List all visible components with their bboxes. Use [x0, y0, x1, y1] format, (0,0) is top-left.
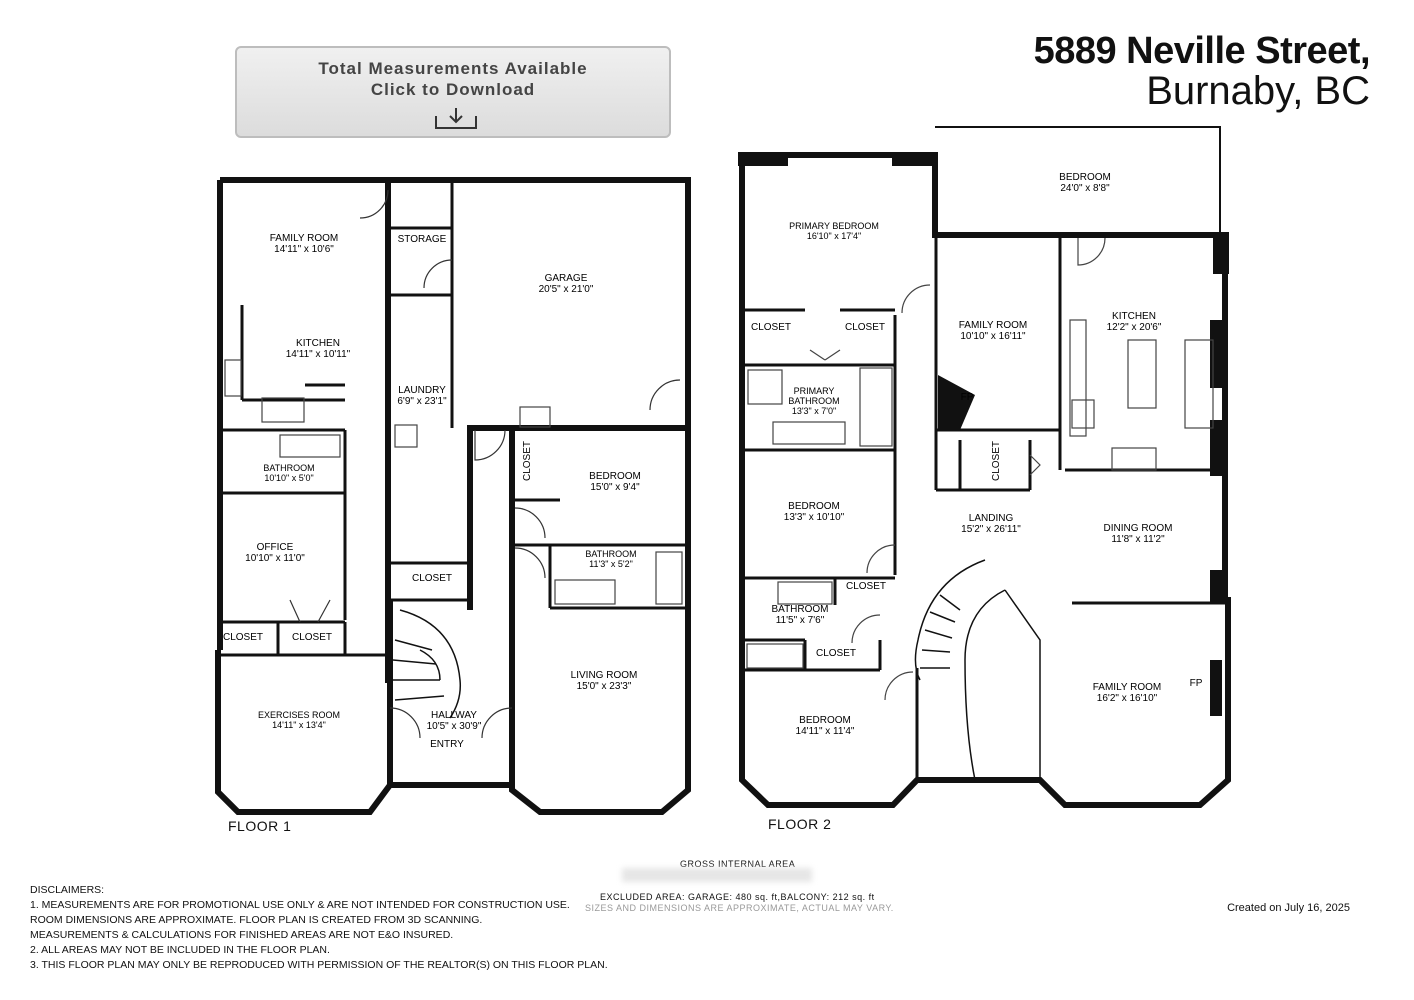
download-icon [435, 108, 477, 129]
floor1-left-wing-wall [215, 177, 393, 815]
disclaimer-line: 2. ALL AREAS MAY NOT BE INCLUDED IN THE … [30, 944, 330, 956]
blurred-area-value [622, 868, 812, 882]
approx-note: SIZES AND DIMENSIONS ARE APPROXIMATE, AC… [585, 903, 894, 913]
floor1-label: FLOOR 1 [228, 818, 292, 834]
address-line2: Burnaby, BC [1146, 69, 1370, 113]
disclaimer-line: DISCLAIMERS: [30, 884, 105, 896]
floor1-staircase [392, 609, 462, 719]
floor2-left-wall [739, 152, 1231, 808]
floor1-right-wing-wall [509, 425, 691, 815]
address-line1: 5889 Neville Street, [1033, 30, 1371, 72]
disclaimer-line: 3. THIS FLOOR PLAN MAY ONLY BE REPRODUCE… [30, 959, 608, 971]
disclaimer-line: ROOM DIMENSIONS ARE APPROXIMATE. FLOOR P… [30, 914, 483, 926]
floor2-balcony [935, 126, 1221, 235]
floor2-staircase [914, 559, 1041, 781]
floor1-hallway-wall [387, 600, 512, 788]
disclaimer-line: 1. MEASUREMENTS ARE FOR PROMOTIONAL USE … [30, 899, 570, 911]
created-date: Created on July 16, 2025 [1227, 902, 1350, 914]
download-line1: Total Measurements Available [318, 59, 588, 78]
download-line2: Click to Download [370, 80, 536, 99]
disclaimers-block: DISCLAIMERS: 1. MEASUREMENTS ARE FOR PRO… [30, 883, 608, 973]
download-button[interactable]: Total Measurements Available Click to Do… [235, 46, 671, 138]
gross-area-label: GROSS INTERNAL AREA [680, 859, 796, 869]
disclaimer-line: MEASUREMENTS & CALCULATIONS FOR FINISHED… [30, 929, 454, 941]
excluded-area: EXCLUDED AREA: GARAGE: 480 sq. ft,BALCON… [600, 892, 875, 902]
floor2-label: FLOOR 2 [768, 816, 832, 832]
